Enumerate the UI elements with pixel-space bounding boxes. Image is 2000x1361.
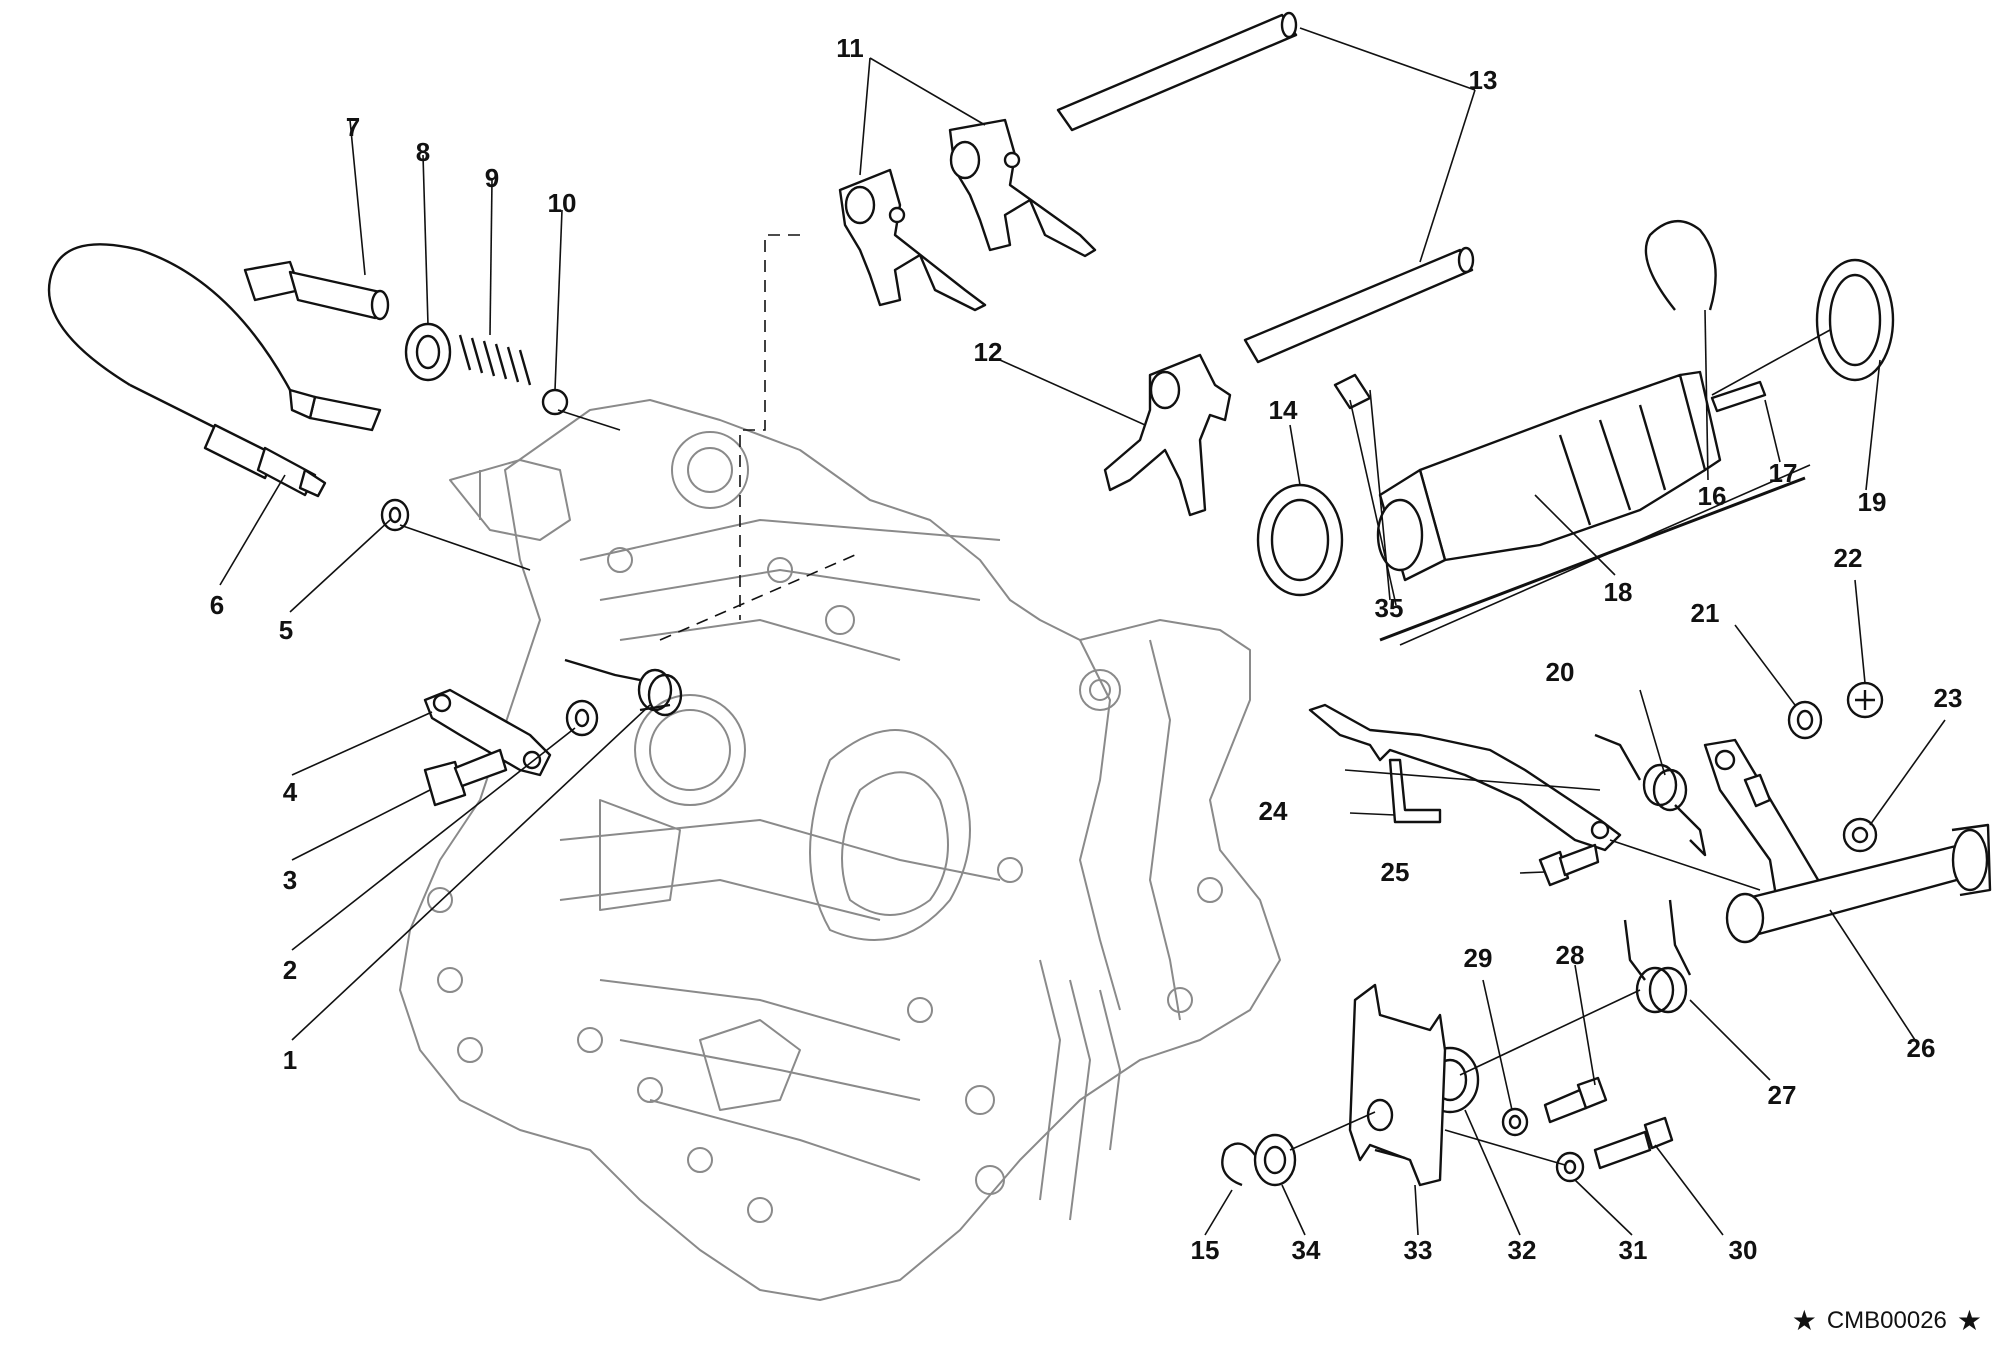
- part-16-circlip: [1644, 220, 1717, 311]
- callout-8: 8: [415, 137, 431, 167]
- leader-lines: [219, 27, 1946, 1236]
- drawing-code-text: CMB00026: [1826, 1307, 1947, 1334]
- part-3-bolt: [423, 748, 508, 807]
- callout-20: 20: [1545, 657, 1575, 687]
- part-14-ring: [1256, 483, 1344, 597]
- callout-19: 19: [1857, 487, 1887, 517]
- callout-15: 15: [1190, 1235, 1220, 1265]
- callout-30: 30: [1728, 1235, 1758, 1265]
- part-19-ring: [1815, 258, 1895, 382]
- part-25-screw: [1538, 843, 1600, 887]
- part-22-clip: [1846, 681, 1884, 719]
- part-28-screw: [1543, 1076, 1608, 1124]
- part-6-sensor: [47, 243, 327, 498]
- callout-14: 14: [1268, 395, 1298, 425]
- callout-35: 35: [1374, 593, 1404, 623]
- group-bracket: [1379, 476, 1806, 642]
- callout-11: 11: [836, 33, 864, 63]
- part-23-washer: [1842, 817, 1878, 853]
- part-26-shaft: [1703, 738, 1992, 944]
- part-17-pin: [1710, 380, 1767, 413]
- callout-1: 1: [282, 1045, 298, 1075]
- part-30-bolt: [1593, 1116, 1674, 1170]
- part-13-shafts: [1056, 11, 1475, 364]
- part-8-washer: [404, 322, 452, 382]
- callout-22: 22: [1833, 543, 1863, 573]
- callout-29: 29: [1463, 943, 1493, 973]
- callout-34: 34: [1291, 1235, 1321, 1265]
- part-24-lever: [1308, 703, 1622, 852]
- callout-26: 26: [1906, 1033, 1936, 1063]
- part-9-spring: [458, 334, 532, 386]
- callout-12: 12: [973, 337, 1003, 367]
- callout-7: 7: [345, 112, 361, 142]
- callout-28: 28: [1555, 940, 1585, 970]
- part-18-drum: [1376, 370, 1722, 582]
- part-35-pin: [1333, 373, 1372, 410]
- callout-9: 9: [484, 163, 500, 193]
- callout-6: 6: [209, 590, 225, 620]
- part-2-washer: [565, 699, 599, 737]
- part-29-washer: [1501, 1107, 1529, 1137]
- part-21-washer: [1787, 700, 1823, 740]
- callout-3: 3: [282, 865, 298, 895]
- part-31-washer: [1555, 1151, 1585, 1183]
- callout-33: 33: [1403, 1235, 1433, 1265]
- part-27-spring: [1623, 899, 1692, 1014]
- callout-16: 16: [1697, 481, 1727, 511]
- callout-31: 31: [1618, 1235, 1648, 1265]
- callout-23: 23: [1933, 683, 1963, 713]
- part-34-washer: [1253, 1133, 1297, 1187]
- callout-18: 18: [1603, 577, 1633, 607]
- callout-10: 10: [547, 188, 577, 218]
- callout-2: 2: [282, 955, 298, 985]
- parts-drawing: [47, 11, 1992, 1187]
- callout-5: 5: [278, 615, 294, 645]
- drawing-code: ★ CMB00026 ★: [1792, 1307, 1982, 1335]
- callout-24: 24: [1258, 796, 1288, 826]
- part-20-spring: [1594, 733, 1707, 857]
- callout-25: 25: [1380, 857, 1410, 887]
- part-7-bolt: [243, 260, 390, 321]
- crankcase-drawing: [399, 399, 1281, 1301]
- part-5-washer: [380, 498, 410, 532]
- callout-21: 21: [1690, 598, 1720, 628]
- part-15-clip: [1221, 1142, 1256, 1187]
- part-connector: [288, 388, 382, 432]
- part-33-plate: [1348, 983, 1447, 1187]
- callout-17: 17: [1768, 458, 1798, 488]
- part-4-bracket: [423, 688, 552, 777]
- callout-32: 32: [1507, 1235, 1537, 1265]
- star-icon: ★: [1791, 1305, 1817, 1336]
- part-10-ball: [541, 388, 569, 416]
- part-12-fork: [1103, 353, 1232, 517]
- alignment-lines: [659, 234, 856, 641]
- callout-4: 4: [282, 777, 298, 807]
- callout-13: 13: [1468, 65, 1498, 95]
- callout-27: 27: [1767, 1080, 1797, 1110]
- part-11-forks: [838, 118, 1097, 312]
- star-icon: ★: [1956, 1305, 1982, 1336]
